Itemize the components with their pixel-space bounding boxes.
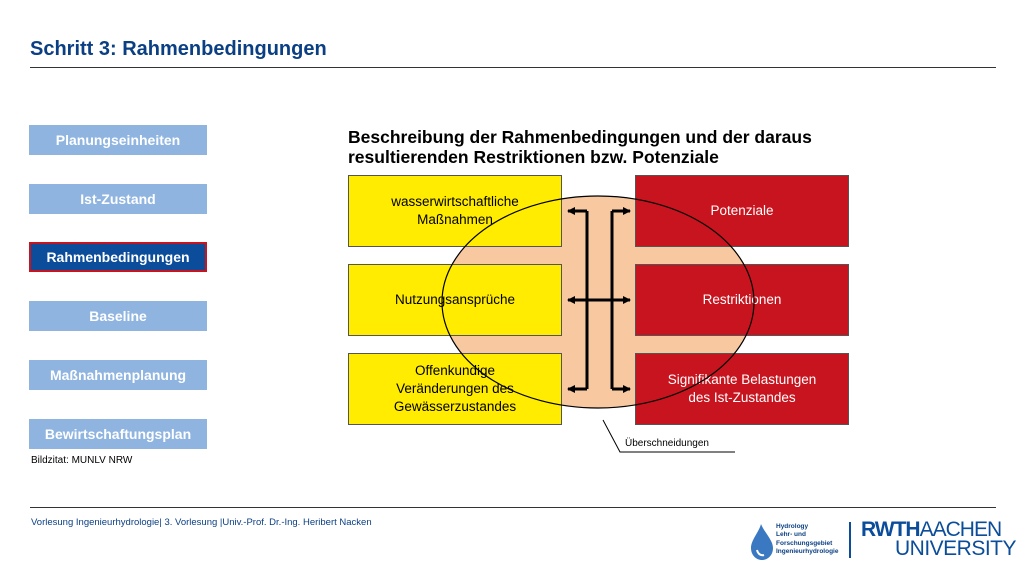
title-divider <box>30 67 996 68</box>
logo-divider <box>849 522 851 558</box>
step-planungseinheiten[interactable]: Planungseinheiten <box>29 125 207 155</box>
rwth-logo-aachen: AACHEN <box>919 518 1003 541</box>
left-box-veraenderungen: Offenkundige Veränderungen des Gewässerz… <box>348 353 562 425</box>
step-massnahmenplanung[interactable]: Maßnahmenplanung <box>29 360 207 390</box>
overlap-label: Überschneidungen <box>625 438 709 449</box>
hydrology-logo-text: Hydrology Lehr- und Forschungsgebiet Ing… <box>776 523 839 555</box>
step-ist-zustand[interactable]: Ist-Zustand <box>29 184 207 214</box>
right-box-potenziale: Potenziale <box>635 175 849 247</box>
step-bewirtschaftungsplan[interactable]: Bewirtschaftungsplan <box>29 419 207 449</box>
hydrology-drop-icon <box>751 524 773 560</box>
left-box-massnahmen: wasserwirtschaftliche Maßnahmen <box>348 175 562 247</box>
step-baseline[interactable]: Baseline <box>29 301 207 331</box>
slide-title: Schritt 3: Rahmenbedingungen <box>30 38 327 60</box>
overlap-callout-line <box>602 419 735 453</box>
rwth-logo-university: UNIVERSITY <box>895 537 1017 560</box>
right-box-belastungen: Signifikante Belastungen des Ist-Zustand… <box>635 353 849 425</box>
footer-divider <box>30 507 996 508</box>
left-box-nutzungsansprueche: Nutzungsansprüche <box>348 264 562 336</box>
right-box-restriktionen: Restriktionen <box>635 264 849 336</box>
footer-text: Vorlesung Ingenieurhydrologie| 3. Vorles… <box>31 517 372 528</box>
step-rahmenbedingungen[interactable]: Rahmenbedingungen <box>29 242 207 272</box>
diagram-heading: Beschreibung der Rahmenbedingungen und d… <box>348 127 812 167</box>
overlap-ellipse-outline <box>441 195 755 409</box>
rwth-logo-rwth: RWTH <box>861 518 921 541</box>
rwth-logo: RWTHAACHEN UNIVERSITY <box>861 518 1017 560</box>
image-credit: Bildzitat: MUNLV NRW <box>31 455 133 466</box>
